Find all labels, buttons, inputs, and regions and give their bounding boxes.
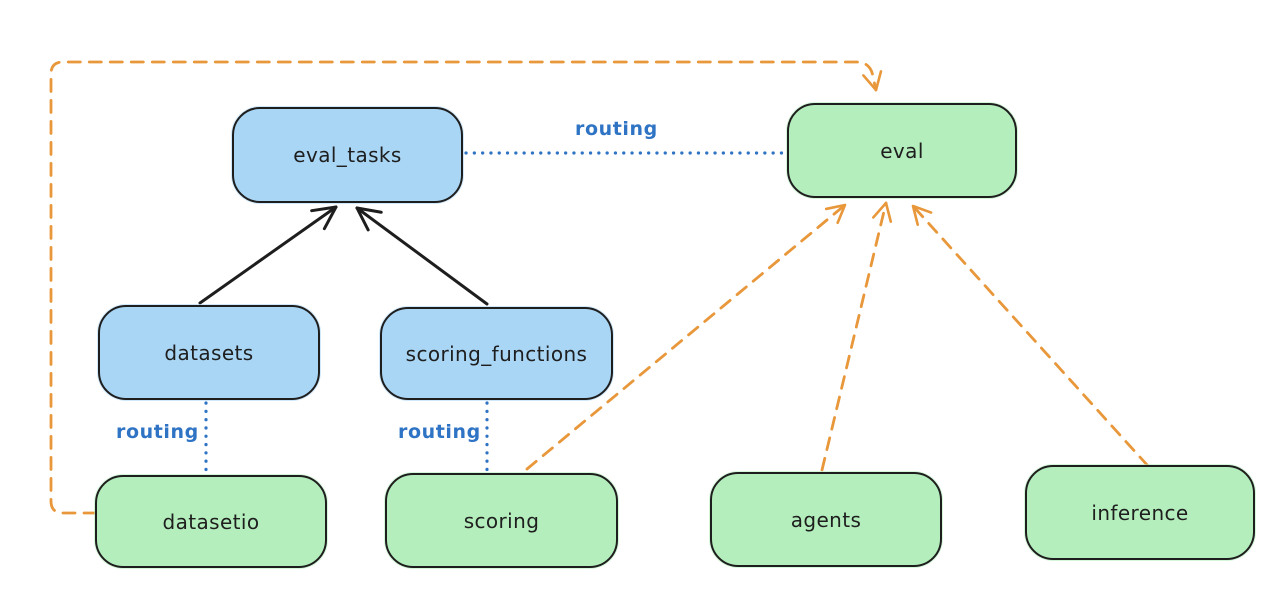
node-eval-label: eval [880,138,924,163]
edge-scoring-to-eval[interactable] [525,203,847,471]
edge-agents-to-eval[interactable] [820,201,893,472]
node-scoring-label: scoring [463,508,540,533]
node-scoring[interactable]: scoring [385,473,618,568]
node-eval-tasks[interactable]: eval_tasks [232,107,463,203]
routing-label-eval-tasks-eval: routing [575,118,658,140]
routing-label-datasets-datasetio: routing [116,421,199,443]
routing-label-scoring-functions-scoring: routing [398,421,481,443]
node-scoring-functions-label: scoring_functions [405,341,588,366]
node-datasetio-label: datasetio [162,509,260,534]
edge-scoring-functions-to-eval-tasks[interactable] [355,206,489,306]
edge-datasets-to-eval-tasks[interactable] [198,205,338,305]
edge-inference-to-eval[interactable] [911,204,1150,468]
node-datasets-label: datasets [164,340,254,365]
node-datasets[interactable]: datasets [98,305,320,400]
node-agents[interactable]: agents [710,472,942,567]
node-datasetio[interactable]: datasetio [95,475,327,568]
node-agents-label: agents [790,507,862,532]
node-inference[interactable]: inference [1025,465,1255,560]
node-eval-tasks-label: eval_tasks [293,143,402,167]
node-eval[interactable]: eval [787,103,1017,198]
edge-datasetio-to-eval[interactable] [49,60,883,515]
node-scoring-functions[interactable]: scoring_functions [380,307,613,400]
node-inference-label: inference [1091,500,1189,525]
